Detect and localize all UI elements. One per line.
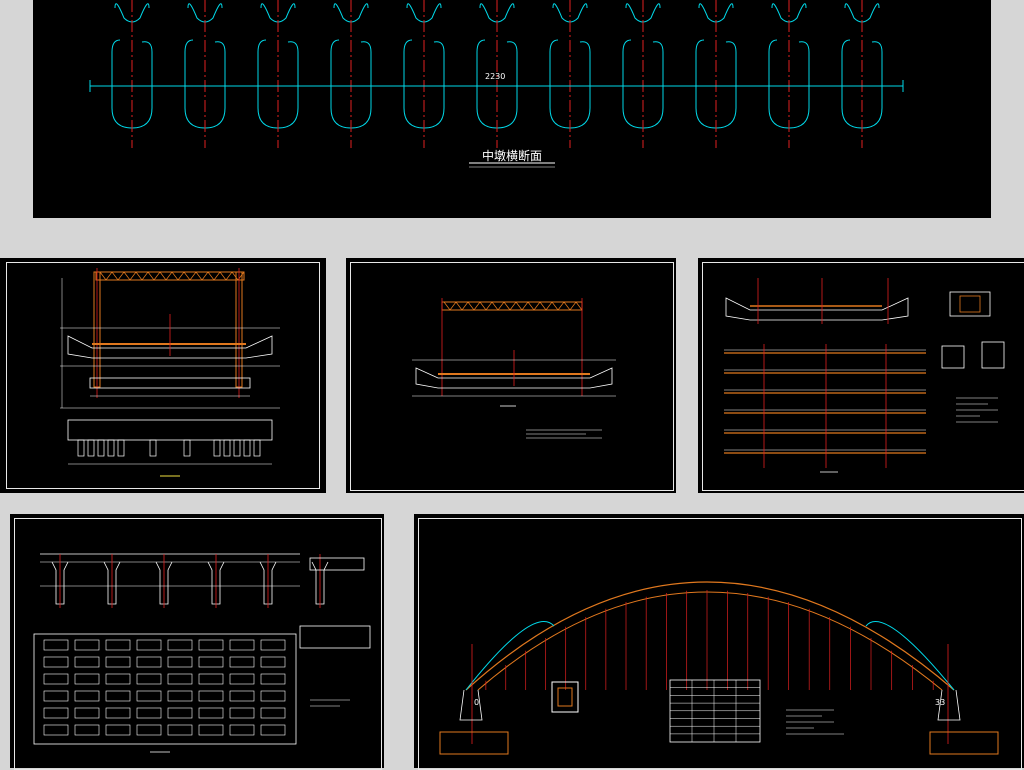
section-title: 中墩横断面 bbox=[482, 149, 543, 163]
pier-cross-section-drawing bbox=[89, 0, 904, 168]
top-cad-panel: 2230 中墩横断面 bbox=[33, 0, 991, 218]
overall-width-dimension: 2230 bbox=[485, 72, 506, 81]
cad-sheet-arch-elevation: 0 33 bbox=[414, 514, 1024, 770]
arch-elevation-drawing bbox=[439, 581, 999, 755]
cad-sheet-deck-plan bbox=[698, 258, 1024, 493]
deck-plan-drawing bbox=[724, 278, 1005, 473]
arch-left-node-label: 0 bbox=[474, 698, 480, 707]
bridge-elevation-drawing bbox=[60, 268, 280, 477]
cad-sheet-bridge-elevation bbox=[0, 258, 326, 493]
deck-section-drawing bbox=[412, 298, 616, 439]
girder-layout-drawing bbox=[33, 553, 371, 753]
arch-right-node-label: 33 bbox=[935, 698, 946, 707]
cad-sheet-girder-layout bbox=[10, 514, 384, 770]
cad-sheet-deck-section bbox=[346, 258, 676, 493]
